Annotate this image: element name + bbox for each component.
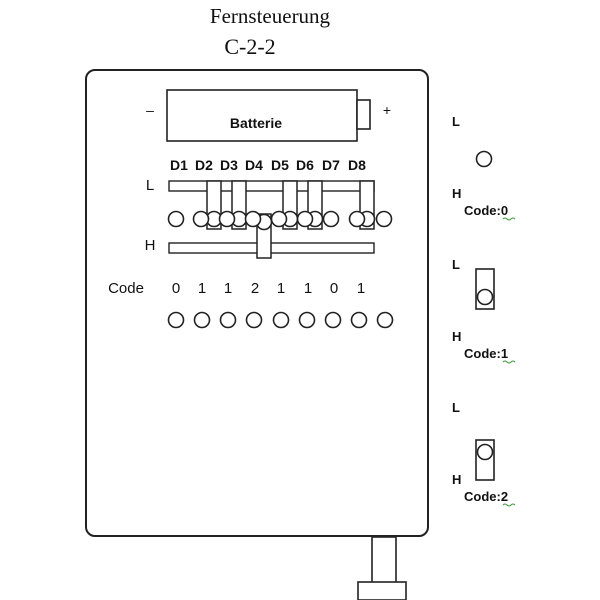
switch-pin xyxy=(375,210,393,228)
legend-knob xyxy=(476,443,494,461)
battery-terminal xyxy=(356,99,371,130)
code-led xyxy=(298,311,316,329)
battery: Batterie – + xyxy=(146,89,391,142)
code-led xyxy=(193,311,211,329)
code-led xyxy=(376,311,394,329)
legend-code-label: Code:2 xyxy=(464,489,508,504)
row-label-low: L xyxy=(146,177,154,194)
code-value-2: 1 xyxy=(198,280,206,297)
dip-label-2: D2 xyxy=(195,157,213,173)
code-value-4: 2 xyxy=(251,280,259,297)
diagram-subtitle: C-2-2 xyxy=(224,34,276,59)
code-led xyxy=(167,311,185,329)
spellcheck-underline xyxy=(502,503,516,507)
code-led xyxy=(245,311,263,329)
dip-label-6: D6 xyxy=(296,157,314,173)
code-led xyxy=(350,311,368,329)
legend-high-label: H xyxy=(452,329,461,344)
legend-code-label: Code:1 xyxy=(464,346,508,361)
dip-label-7: D7 xyxy=(322,157,340,173)
switch-pin xyxy=(296,210,314,228)
switch-pin xyxy=(167,210,185,228)
low-rail xyxy=(168,180,375,192)
code-label: Code xyxy=(108,280,144,297)
switch-pin xyxy=(218,210,236,228)
legend-code-label: Code:0 xyxy=(464,203,508,218)
legend-low-label: L xyxy=(452,400,460,415)
battery-label: Batterie xyxy=(230,115,282,131)
code-value-1: 0 xyxy=(172,280,180,297)
switch-pin-row xyxy=(167,210,393,228)
spellcheck-underline xyxy=(502,360,516,364)
legend-high-label: H xyxy=(452,472,461,487)
legend-low-label: L xyxy=(452,114,460,129)
legend-high-label: H xyxy=(452,186,461,201)
dip-label-4: D4 xyxy=(245,157,263,173)
code-value-8: 1 xyxy=(357,280,365,297)
spellcheck-underline xyxy=(502,217,516,221)
dip-labels: D1 D2 D3 D4 D5 D6 D7 D8 xyxy=(170,157,366,173)
switch-pin xyxy=(348,210,366,228)
dip-label-1: D1 xyxy=(170,157,188,173)
code-value-5: 1 xyxy=(277,280,285,297)
legend-knob xyxy=(476,288,494,306)
code-led xyxy=(324,311,342,329)
switch-pin xyxy=(322,210,340,228)
diagram-title: Fernsteuerung xyxy=(209,4,331,28)
switch-pin xyxy=(192,210,210,228)
battery-plus-label: + xyxy=(383,102,391,118)
connector xyxy=(357,581,407,600)
switch-pin xyxy=(244,210,262,228)
battery-minus-label: – xyxy=(146,102,154,118)
switch-pin xyxy=(270,210,288,228)
code-values: 0 1 1 2 1 1 0 1 xyxy=(172,280,365,297)
code-led xyxy=(272,311,290,329)
dip-label-8: D8 xyxy=(348,157,366,173)
code-led xyxy=(219,311,237,329)
code-led-row xyxy=(167,311,394,329)
dip-label-3: D3 xyxy=(220,157,238,173)
cable xyxy=(371,536,397,584)
row-label-high: H xyxy=(145,237,156,254)
legend-low-label: L xyxy=(452,257,460,272)
code-value-3: 1 xyxy=(224,280,232,297)
dip-label-5: D5 xyxy=(271,157,289,173)
code-value-7: 0 xyxy=(330,280,338,297)
legend-open-pin xyxy=(475,150,493,168)
code-value-6: 1 xyxy=(304,280,312,297)
